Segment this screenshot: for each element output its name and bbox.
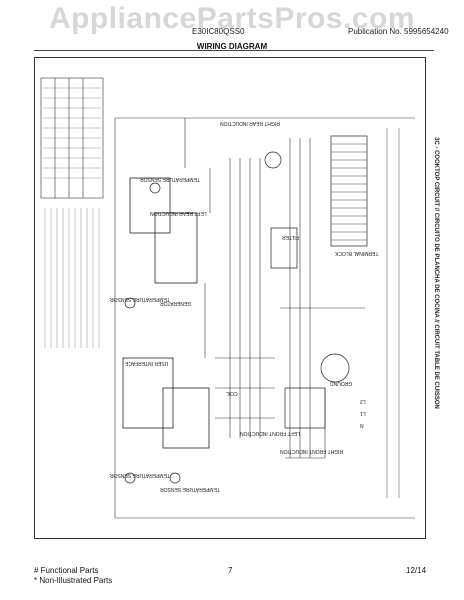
- sensor-circles: [124, 151, 350, 484]
- footer-legend: # Functional Parts * Non-Illustrated Par…: [34, 566, 112, 586]
- title-band: [386, 128, 400, 498]
- label-ground: GROUND: [330, 380, 353, 386]
- legend-rows: [43, 87, 101, 179]
- diagram-frame: [34, 57, 426, 539]
- wiring-diagram: [40, 77, 415, 519]
- label-left-front: LEFT FRONT INDUCTION: [240, 430, 300, 436]
- label-temp-sensor-1: TEMPERATURE SENSOR: [140, 176, 200, 182]
- label-temp-sensor-4: TEMPERATURE SENSOR: [160, 486, 220, 492]
- label-coil: COIL: [226, 390, 238, 396]
- terminal-strip-lines: [331, 143, 367, 241]
- functional-parts-note: # Functional Parts: [34, 566, 99, 575]
- notes-text-block: [44, 208, 100, 348]
- terminal-strip: [270, 135, 368, 429]
- site-watermark: AppliancePartsPros.com: [48, 2, 416, 35]
- label-temp-sensor-3: TEMPERATURE SENSOR: [110, 472, 170, 478]
- label-right-rear: RIGHT REAR INDUCTION: [220, 120, 280, 126]
- label-generator: GENERATOR: [160, 300, 192, 306]
- component-boxes: [122, 177, 210, 449]
- wiring-lines: [114, 117, 415, 519]
- label-filter: FILTER: [282, 234, 299, 240]
- page-number: 7: [228, 566, 233, 575]
- circuit-title: 3C - COOKTOP CIRCUIT // CIRCUITO DE PLAN…: [432, 137, 439, 409]
- label-right-front: RIGHT FRONT INDUCTION: [280, 448, 344, 454]
- non-illustrated-note: * Non-Illustrated Parts: [34, 576, 113, 585]
- publication-number: Publication No. 5995654240: [348, 27, 449, 36]
- label-user-interface: USER INTERFACE: [125, 360, 169, 366]
- label-terminal-block: TERMINAL BLOCK: [335, 250, 379, 256]
- label-l1: L1: [360, 410, 366, 416]
- model-number: E30IC80QSS0: [192, 27, 245, 36]
- footer-date: 12/14: [406, 566, 427, 575]
- label-n: N: [360, 422, 364, 428]
- page-title: WIRING DIAGRAM: [196, 42, 268, 51]
- header-rule: [34, 50, 434, 51]
- label-l2: L2: [360, 398, 366, 404]
- label-left-rear: LEFT REAR INDUCTION: [150, 210, 207, 216]
